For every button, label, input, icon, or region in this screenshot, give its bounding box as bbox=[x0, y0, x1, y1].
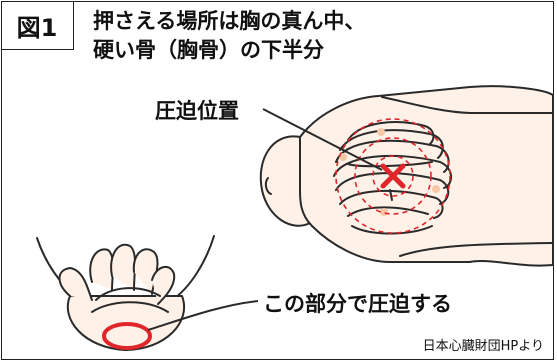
right-wrist bbox=[172, 236, 214, 300]
torso-illustration bbox=[261, 86, 553, 265]
thumb bbox=[60, 268, 93, 300]
finger bbox=[90, 249, 113, 290]
label-compression-position: 圧迫位置 bbox=[155, 95, 239, 125]
rib-highlight bbox=[380, 208, 388, 216]
label-compress-with-this-part: この部分で圧迫する bbox=[263, 288, 452, 318]
rib-highlight bbox=[377, 128, 385, 136]
hands-illustration bbox=[37, 236, 214, 350]
rib-highlight bbox=[432, 185, 440, 193]
finger bbox=[111, 245, 135, 290]
source-credit: 日本心臓財団HPより bbox=[423, 335, 544, 354]
